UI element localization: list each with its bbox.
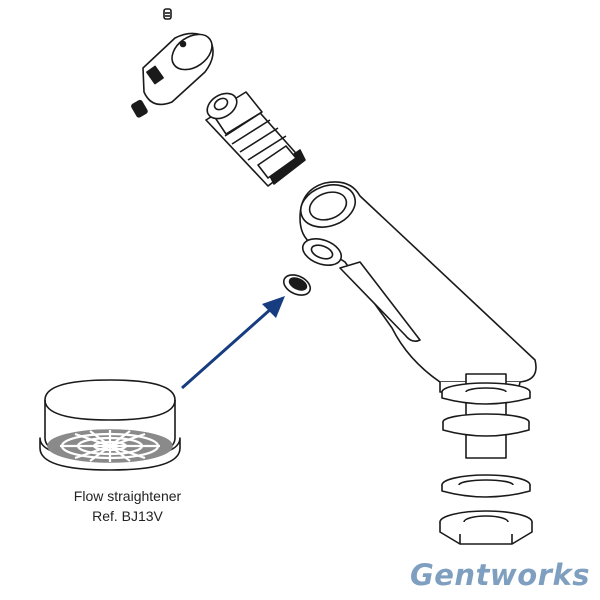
pointer-arrow (181, 296, 285, 390)
handle-knob (142, 32, 214, 106)
part-reference-label: Ref. BJ13V (92, 508, 163, 524)
cartridge (205, 91, 306, 187)
large-flow-straightener (39, 379, 181, 471)
top-screw (163, 8, 172, 20)
part-name-label: Flow straightener (73, 488, 182, 504)
tap-body (299, 181, 537, 393)
grub-screw (131, 99, 148, 118)
small-straightener (282, 274, 312, 296)
mounting-stack (439, 373, 533, 545)
brand-logo: Gentworks (409, 558, 590, 592)
